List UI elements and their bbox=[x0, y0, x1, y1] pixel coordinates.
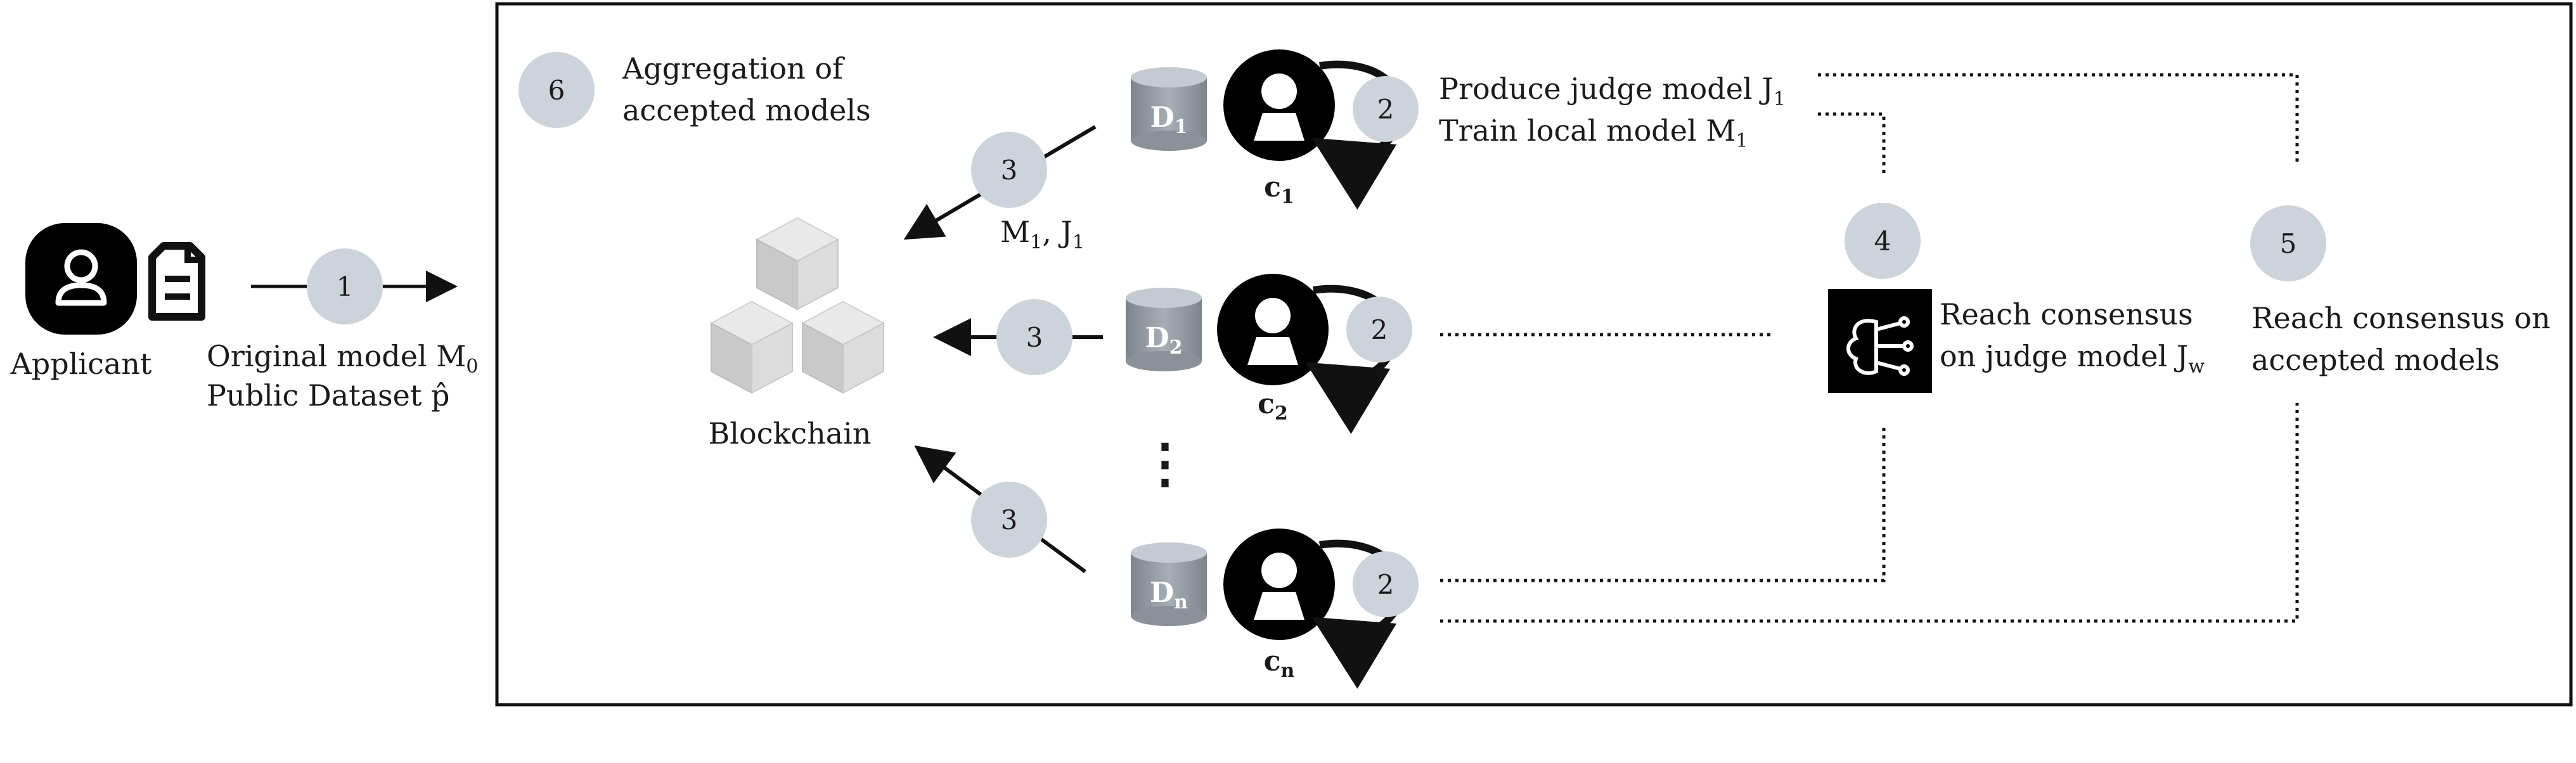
original-model-label: Original model M0 bbox=[207, 339, 478, 378]
step-5-number: 5 bbox=[2280, 228, 2297, 259]
step-3-number-c1: 3 bbox=[1001, 155, 1018, 186]
step-4-number: 4 bbox=[1874, 226, 1891, 257]
step-3-badge-cn bbox=[971, 482, 1047, 558]
produce-judge-label: Produce judge model J1 bbox=[1439, 72, 1786, 110]
dataset-d1: D1 bbox=[1150, 101, 1187, 138]
step-2-badge-c1 bbox=[1353, 76, 1419, 142]
consensus-models-line1: Reach consensus on bbox=[2251, 301, 2551, 335]
step-3-badge-c2 bbox=[996, 299, 1072, 375]
client-avatar-icon bbox=[1223, 529, 1335, 640]
step-2-badge-cn bbox=[1353, 551, 1419, 617]
step-3-badge-c1 bbox=[971, 132, 1047, 208]
step-2-badge-c2 bbox=[1346, 297, 1412, 362]
step-2-number-c1: 2 bbox=[1377, 94, 1394, 125]
client-c2-name: c2 bbox=[1258, 388, 1288, 425]
client-avatar-icon bbox=[1223, 49, 1335, 161]
step-3-number-c2: 3 bbox=[1026, 322, 1043, 353]
applicant-head bbox=[64, 249, 98, 283]
consensus-judge-line1: Reach consensus bbox=[1940, 297, 2193, 331]
step-2-number-c2: 2 bbox=[1371, 314, 1388, 345]
step-6-number: 6 bbox=[548, 75, 565, 106]
ai-brain-glyph bbox=[1846, 316, 1914, 376]
applicant-shoulders bbox=[55, 282, 107, 306]
step-2-number-cn: 2 bbox=[1377, 569, 1394, 600]
ellipsis: ⋮ bbox=[1138, 432, 1192, 494]
dataset-dn: Dn bbox=[1150, 577, 1188, 613]
public-dataset-label: Public Dataset p̂ bbox=[207, 378, 449, 413]
federation-frame bbox=[495, 2, 2573, 707]
step-5-badge bbox=[2250, 205, 2326, 281]
document-icon bbox=[148, 242, 205, 321]
step-1-number: 1 bbox=[337, 271, 354, 302]
blockchain-cubes-icon bbox=[711, 217, 884, 394]
aggregation-label-line1: Aggregation of bbox=[622, 51, 845, 86]
client-cn: Dn 2 cn bbox=[1131, 529, 1419, 689]
client-avatar-icon bbox=[1217, 274, 1329, 385]
upload-label-c1: M1, J1 bbox=[1000, 215, 1085, 253]
step-3-number-cn: 3 bbox=[1001, 504, 1018, 535]
step-1-badge bbox=[307, 248, 383, 324]
dataset-d2: D2 bbox=[1145, 322, 1182, 359]
client-c2: D2 2 c2 bbox=[1126, 274, 1412, 434]
consensus-judge-line2: on judge model Jw bbox=[1940, 339, 2205, 378]
consensus-models-line2: accepted models bbox=[2251, 343, 2500, 377]
applicant-label: Applicant bbox=[10, 347, 152, 381]
aggregation-label-line2: accepted models bbox=[622, 93, 871, 127]
step-6-badge bbox=[518, 52, 595, 128]
train-local-label: Train local model M1 bbox=[1439, 113, 1748, 152]
client-c1: D1 2 c1 bbox=[1131, 49, 1419, 210]
ai-brain-icon bbox=[1828, 289, 1932, 393]
applicant: Applicant bbox=[10, 223, 205, 381]
step-4-badge bbox=[1845, 203, 1921, 279]
dotted-connectors bbox=[1440, 73, 2299, 623]
client-cn-name: cn bbox=[1264, 645, 1295, 682]
blockchain-label: Blockchain bbox=[709, 416, 872, 451]
client-c1-name: c1 bbox=[1264, 171, 1294, 208]
